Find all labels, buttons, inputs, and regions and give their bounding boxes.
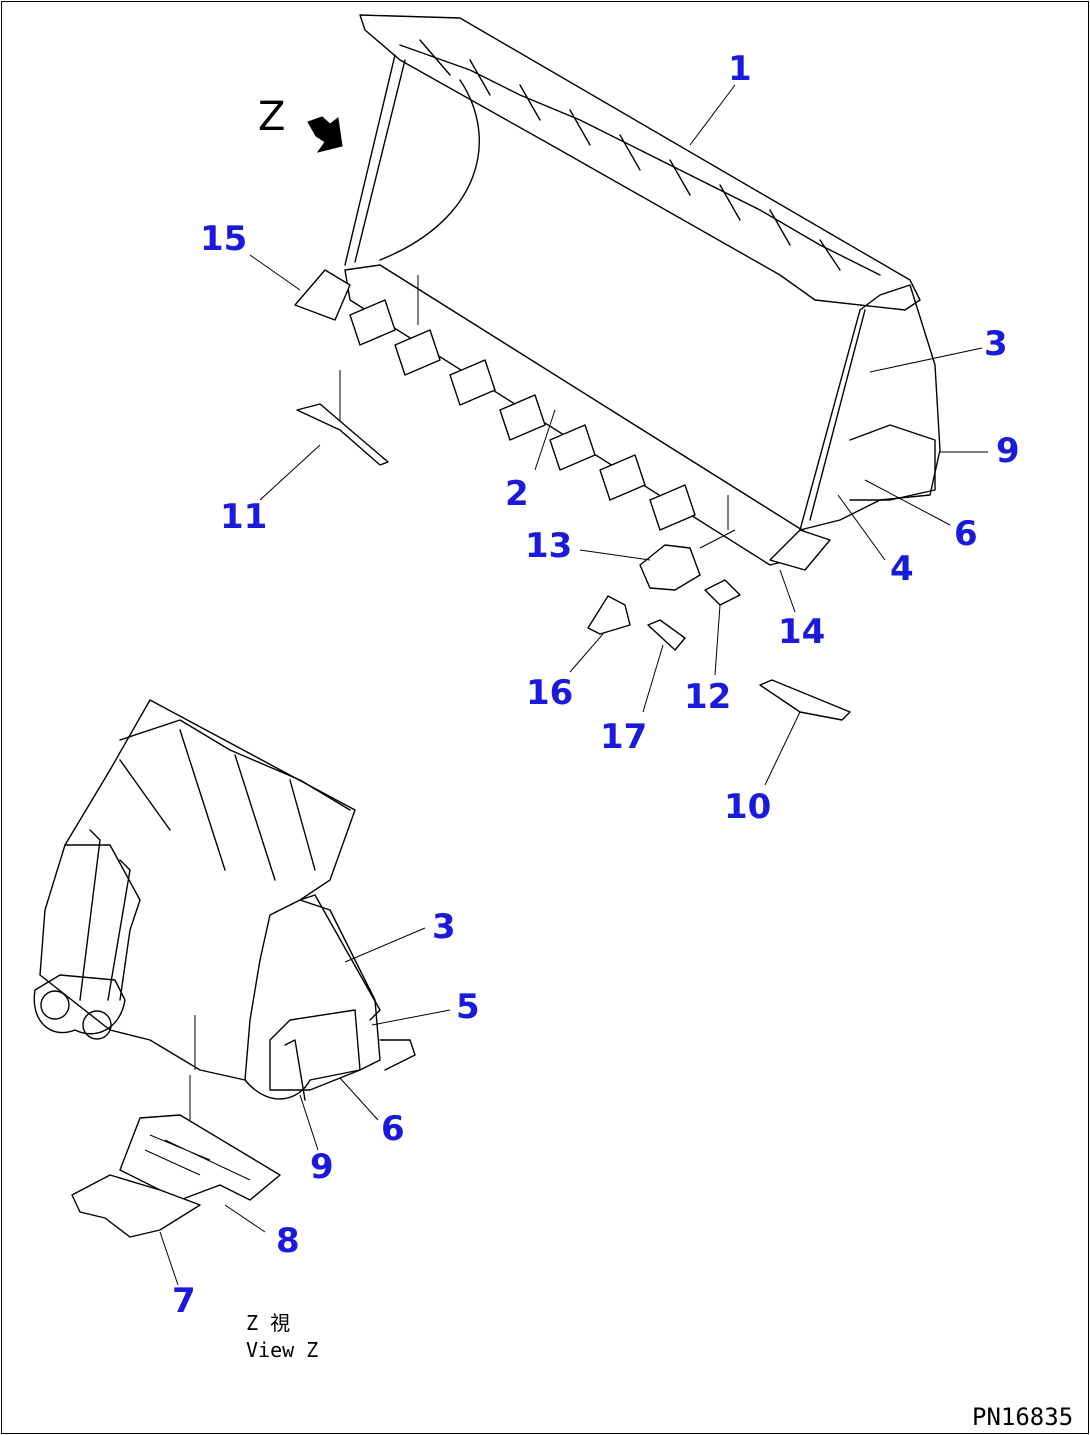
- bucket-main: [294, 14, 941, 571]
- callout-9-z: 9: [310, 1147, 334, 1187]
- callout-16: 16: [526, 673, 573, 713]
- left-side-inner: [354, 59, 406, 263]
- hinge-left-icon: [40, 990, 70, 1020]
- top-edge-plates: [399, 44, 881, 276]
- part-12-plate: [704, 579, 741, 606]
- left-side-edge: [344, 54, 396, 266]
- callout-2: 2: [505, 474, 529, 514]
- callout-12: 12: [684, 677, 731, 717]
- cutting-edge: [344, 264, 811, 566]
- drawing-code: PN16835: [972, 1403, 1073, 1431]
- callout-13: 13: [525, 526, 572, 566]
- view-marker: Z: [258, 94, 285, 140]
- callout-10: 10: [724, 787, 771, 827]
- hinge-bosses: [33, 974, 126, 1035]
- right-side-rib: [809, 309, 866, 521]
- part-11-edge: [296, 403, 389, 466]
- back-ribs-top: [119, 719, 351, 811]
- callout-8: 8: [276, 1221, 300, 1261]
- callout-6-z: 6: [381, 1109, 405, 1149]
- left-side-curve: [379, 79, 480, 261]
- part-13-tooth: [639, 544, 701, 591]
- callout-9-top: 9: [996, 431, 1020, 471]
- side-frame: [64, 844, 141, 1001]
- callout-3-z: 3: [432, 907, 456, 947]
- right-side-plate: [799, 284, 941, 531]
- leaders-top: [249, 84, 988, 786]
- bucket-back: [39, 699, 356, 1081]
- tooth-z: [379, 1039, 416, 1071]
- wear-plate-z: [269, 1009, 361, 1091]
- callout-15: 15: [200, 219, 247, 259]
- part-16-tip: [587, 595, 631, 635]
- callout-labels: 1 2 3 4 5 6 7 8 9 10 11 12 13 14 15 16 1…: [172, 49, 1020, 1321]
- callout-1: 1: [728, 49, 752, 89]
- hinge-right-icon: [82, 1010, 112, 1040]
- plate-slots: [144, 1134, 251, 1181]
- leaders-bottom: [159, 927, 451, 1286]
- wear-plate-right: [849, 424, 936, 501]
- side-arms: [79, 829, 131, 1001]
- part-10-edge: [759, 679, 851, 721]
- corner-tooth-left: [294, 269, 351, 321]
- bucket-top-edge: [359, 14, 921, 311]
- view-caption-jp: Z 視: [246, 1311, 290, 1335]
- callout-17: 17: [600, 717, 647, 757]
- callout-4: 4: [890, 549, 914, 589]
- back-ribs: [119, 729, 316, 881]
- view-caption-en: View Z: [246, 1338, 318, 1362]
- top-edge-segments: [419, 39, 841, 271]
- part-17-pin: [647, 619, 686, 651]
- callout-11: 11: [220, 497, 267, 537]
- part-7-plate: [71, 1174, 201, 1238]
- teeth-row: [349, 299, 696, 531]
- bucket-view-z: [33, 699, 416, 1238]
- callout-6-top: 6: [954, 514, 978, 554]
- part-8-plate: [119, 1114, 281, 1201]
- side-rib-z: [299, 894, 381, 1021]
- corner-tooth-right: [769, 529, 831, 571]
- view-z-arrow-icon: [307, 116, 343, 153]
- callout-3-top: 3: [984, 324, 1008, 364]
- callout-5: 5: [456, 987, 480, 1027]
- wear-strip-z: [284, 1039, 306, 1101]
- callout-14: 14: [778, 612, 825, 652]
- callout-7: 7: [172, 1281, 196, 1321]
